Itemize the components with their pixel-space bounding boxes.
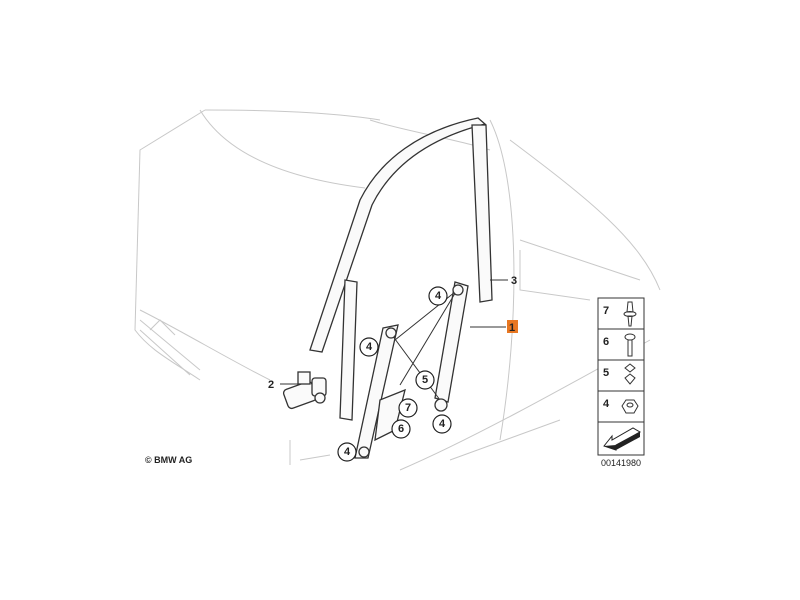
- legend-label-7: 7: [603, 305, 609, 317]
- label-3: 3: [511, 275, 517, 287]
- hex-nut-icon: [621, 399, 639, 414]
- legend-label-4: 4: [603, 398, 610, 410]
- parts-legend: 7 6 5 4: [597, 297, 645, 456]
- callout-4-top: 4: [428, 286, 448, 306]
- svg-text:7: 7: [405, 402, 411, 414]
- svg-text:4: 4: [344, 446, 351, 458]
- svg-text:4: 4: [439, 418, 446, 430]
- callout-4-bottom: 4: [337, 442, 357, 462]
- window-regulator: [354, 281, 469, 459]
- svg-text:5: 5: [422, 374, 428, 386]
- arrow-left-icon: [603, 427, 642, 451]
- leader-lines: [280, 279, 508, 385]
- callout-5: 5: [415, 370, 435, 390]
- clip-screw-icon: [623, 301, 637, 327]
- label-1-highlighted[interactable]: 1: [507, 320, 518, 334]
- spring-nut-icon: [624, 363, 636, 385]
- callout-6: 6: [391, 419, 411, 439]
- label-2: 2: [268, 379, 274, 391]
- svg-text:4: 4: [366, 341, 373, 353]
- window-guide-rails: [309, 117, 493, 421]
- svg-text:1: 1: [509, 322, 515, 334]
- bolt-icon: [624, 333, 636, 357]
- window-motor: [282, 371, 327, 410]
- car-body-outline: [134, 109, 661, 471]
- copyright: © BMW AG: [145, 455, 192, 465]
- callout-7: 7: [398, 398, 418, 418]
- drawing-number: 00141980: [601, 458, 641, 468]
- legend-label-6: 6: [603, 336, 609, 348]
- legend-label-5: 5: [603, 367, 609, 379]
- callout-4-left: 4: [359, 337, 379, 357]
- svg-text:4: 4: [435, 290, 442, 302]
- svg-text:6: 6: [398, 423, 404, 435]
- callout-4-right: 4: [432, 414, 452, 434]
